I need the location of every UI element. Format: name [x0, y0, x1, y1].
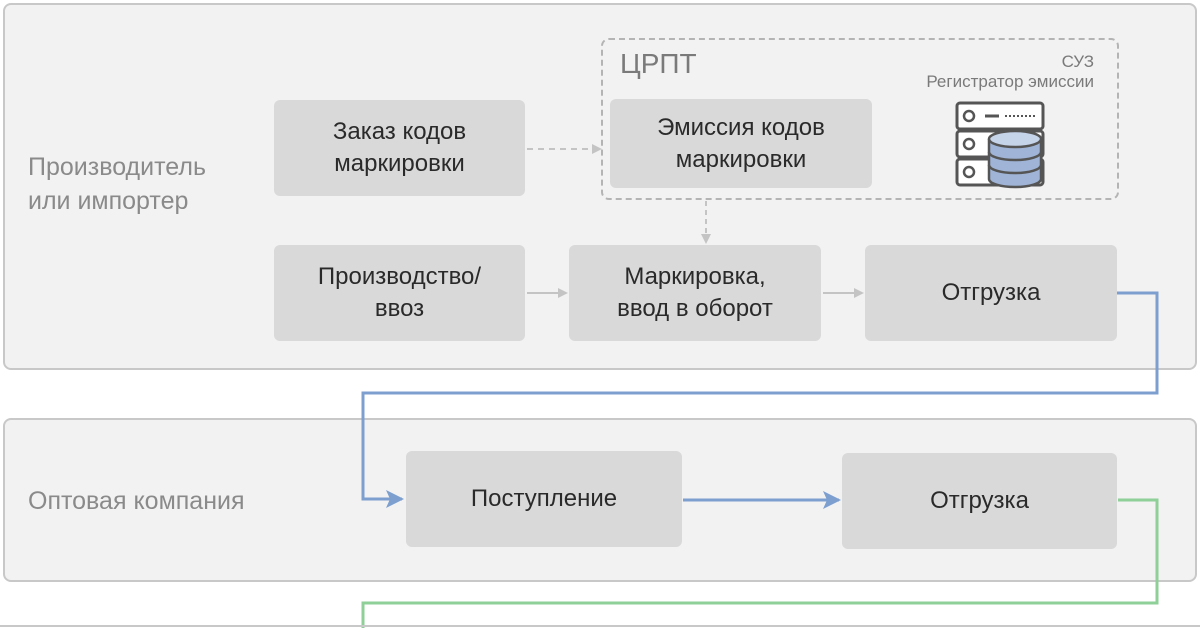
emission-box: Эмиссия кодов маркировки [610, 99, 872, 188]
shipment2-box: Отгрузка [842, 453, 1117, 549]
shipment1-box: Отгрузка [865, 245, 1117, 341]
receipt-label: Поступление [470, 485, 618, 512]
suz-label: СУЗ Регистратор эмиссии [880, 52, 1094, 92]
wholesale-lane-label: Оптовая компания [28, 487, 245, 515]
shipment1-label: Отгрузка [941, 279, 1041, 306]
marking-line1: Маркировка, [624, 263, 766, 290]
producer-label-line1: Производитель [28, 153, 206, 181]
emission-line2: маркировки [675, 145, 807, 173]
production-box: Производство/ ввоз [274, 245, 525, 341]
suz-label-line1: СУЗ [1061, 52, 1094, 71]
producer-label-line2: или импортер [28, 187, 189, 215]
flow-shipment-to-next [361, 498, 1159, 628]
crpt-group [601, 38, 1119, 200]
receipt-box: Поступление [406, 451, 682, 547]
production-line2: ввоз [374, 295, 425, 322]
order-codes-box: Заказ кодов маркировки [274, 100, 525, 196]
order-codes-line2: маркировки [334, 150, 465, 177]
production-line1: Производство/ [317, 263, 482, 290]
suz-label-line2: Регистратор эмиссии [926, 72, 1094, 91]
server-database-icon [955, 101, 1045, 189]
flow-shipment-to-receipt [361, 291, 1159, 508]
order-codes-line1: Заказ кодов [332, 118, 467, 145]
crpt-title: ЦРПТ [620, 48, 697, 79]
marking-box: Маркировка, ввод в оборот [569, 245, 821, 341]
shipment2-label: Отгрузка [930, 487, 1029, 514]
producer-lane-label: Производитель или импортер [28, 150, 206, 218]
marking-line2: ввод в оборот [617, 295, 773, 322]
emission-line1: Эмиссия кодов [657, 113, 825, 141]
